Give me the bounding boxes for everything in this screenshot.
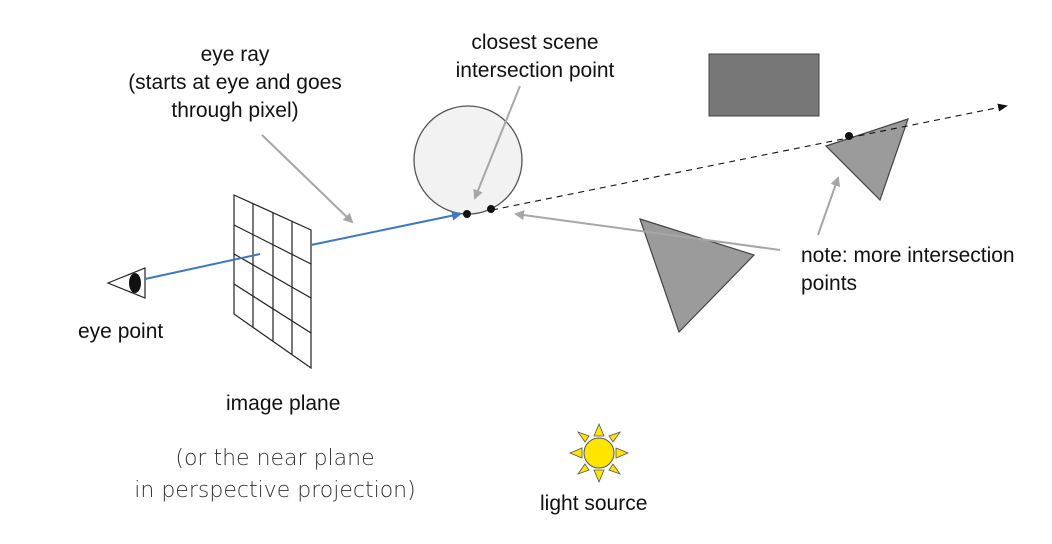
- light-source-label: light source: [540, 492, 648, 515]
- image-plane-label: image plane: [226, 392, 341, 415]
- eye-ray-label-line-3: through pixel): [171, 99, 299, 122]
- more-points-callout-arrow: [514, 210, 781, 251]
- scene-rectangle: [708, 53, 820, 117]
- eye-ray-label-line-2: (starts at eye and goes: [128, 71, 342, 94]
- more-points-label: note: more intersection points: [801, 242, 1015, 298]
- more-points-label-line-1: note: more intersection: [801, 244, 1015, 267]
- eye-ray-label: eye ray (starts at eye and goes through …: [110, 41, 360, 125]
- more-points-callout-arrow-2: [817, 176, 841, 236]
- eye-icon: [106, 267, 146, 299]
- eye-point-label: eye point: [78, 320, 164, 343]
- closest-point-label-line-1: closest scene: [471, 31, 599, 54]
- image-plane-grid: [233, 194, 312, 370]
- near-plane-note: (or the near plane in perspective projec…: [110, 443, 440, 507]
- eye-ray-segment-1: [144, 253, 261, 280]
- more-points-label-line-2: points: [801, 272, 858, 295]
- near-plane-note-line-2: in perspective projection): [134, 478, 416, 503]
- eye-ray-callout-arrow: [261, 134, 354, 224]
- triangle-intersection-point: [845, 132, 853, 140]
- second-sphere-intersection-point: [487, 205, 495, 213]
- closest-point-label-line-2: intersection point: [455, 59, 615, 82]
- ray-continuation: [491, 103, 1008, 211]
- closest-intersection-point: [463, 210, 471, 218]
- closest-point-callout-arrow: [473, 85, 521, 200]
- scene-triangle-large: [639, 218, 756, 334]
- closest-point-label: closest scene intersection point: [425, 29, 645, 85]
- eye-ray-segment-2: [310, 210, 462, 246]
- light-source-icon: [568, 422, 630, 484]
- scene-triangle-small: [824, 118, 909, 202]
- eye-ray-label-line-1: eye ray: [200, 43, 270, 66]
- near-plane-note-line-1: (or the near plane: [175, 446, 375, 471]
